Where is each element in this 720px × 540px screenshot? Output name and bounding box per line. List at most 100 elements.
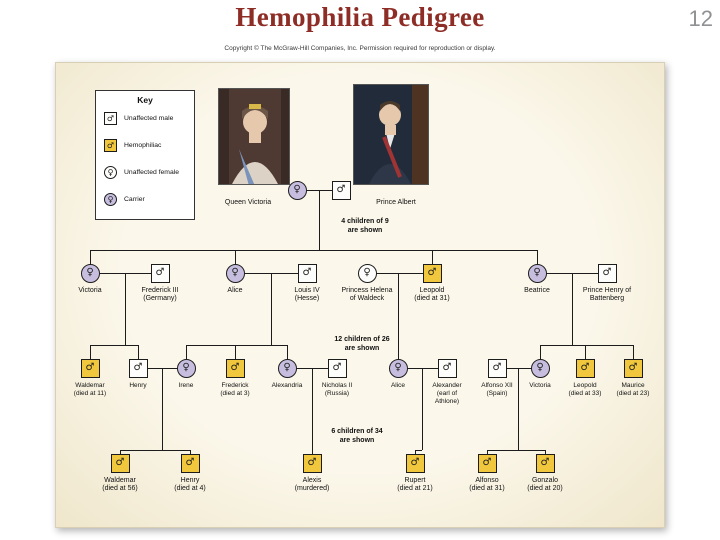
pedigree-label-nicholas-ii-g3: Nicholas II (Russia) (321, 382, 353, 397)
pedigree-node-beatrice-g2: ♀ (527, 263, 547, 283)
pedigree-label-alexandria-g3: Alexandria (271, 382, 303, 389)
pedigree-label-alice-g2: Alice (227, 287, 243, 294)
pedigree-label-prince-henry-of-battenberg-g2: Prince Henry of Battenberg (582, 287, 632, 303)
pedigree-label-rupert-g4: Rupert (died at 21) (397, 477, 433, 493)
pedigree-label-maurice-g3: Maurice (died at 23) (616, 382, 650, 397)
pedigree-line (312, 368, 313, 463)
pedigree-node-maurice-g3: ♂ (623, 358, 643, 378)
pedigree-line (518, 368, 519, 450)
pedigree-node-rupert-g4: ♂ (405, 453, 425, 473)
pedigree-label-leopold-g3: Leopold (died at 33) (568, 382, 602, 397)
pedigree-line (537, 250, 538, 273)
pedigree-node-waldemar-g4: ♂ (110, 453, 130, 473)
key-symbol-unaffected-male: ♂ (104, 112, 117, 125)
pedigree-line (432, 250, 433, 273)
pedigree-line (398, 273, 399, 368)
pedigree-line (585, 345, 586, 368)
copyright-text: Copyright © The McGraw-Hill Companies, I… (224, 45, 496, 52)
pedigree-line (186, 345, 287, 346)
pedigree-node-alexander-g3: ♂ (437, 358, 457, 378)
pedigree-node-louis-iv-g2: ♂ (297, 263, 317, 283)
key-label-unaffected-male: Unaffected male (124, 115, 174, 122)
pedigree-label-alice-g3: Alice (390, 382, 406, 389)
key-item-hemophiliac: ♂ Hemophiliac (96, 132, 194, 159)
pedigree-line (120, 450, 190, 451)
pedigree-line (235, 345, 236, 368)
key-item-unaffected-female: ♀ Unaffected female (96, 159, 194, 186)
key-label-hemophiliac: Hemophiliac (124, 142, 162, 149)
pedigree-line (287, 345, 288, 368)
pedigree-line (422, 368, 423, 450)
pedigree-label-victoria-g2: Victoria (78, 287, 102, 294)
pedigree-line (271, 273, 272, 345)
pedigree-key: Key ♂Unaffected male♂Hemophiliac♀Unaffec… (95, 90, 195, 220)
key-symbol-hemophiliac: ♂ (104, 139, 117, 152)
pedigree-line (319, 190, 320, 250)
pedigree-line (186, 345, 187, 368)
pedigree-label-waldemar-g4: Waldemar (died at 56) (102, 477, 138, 493)
note-generation-2: 4 children of 9 are shown (341, 218, 389, 234)
pedigree-node-alexandria-g3: ♀ (277, 358, 297, 378)
note-generation-3: 12 children of 26 are shown (334, 336, 390, 352)
pedigree-node-leopold-g3: ♂ (575, 358, 595, 378)
pedigree-node-queen-victoria-g1: ♀ (287, 180, 307, 200)
queen-victoria-caption: Queen Victoria (224, 199, 272, 206)
pedigree-label-louis-iv-g2: Louis IV (Hesse) (294, 287, 320, 303)
pedigree-label-beatrice-g2: Beatrice (524, 287, 550, 294)
pedigree-label-irene-g3: Irene (178, 382, 194, 389)
pedigree-line (90, 250, 91, 273)
pedigree-node-princess-helena-of-waldeck-g2: ♀ (357, 263, 377, 283)
pedigree-label-frederick-g3: Frederick (died at 3) (220, 382, 250, 397)
pedigree-label-frederick-iii-g2: Frederick III (Germany) (141, 287, 179, 303)
pedigree-node-prince-henry-of-battenberg-g2: ♂ (597, 263, 617, 283)
pedigree-line (487, 450, 545, 451)
pedigree-figure: Key ♂Unaffected male♂Hemophiliac♀Unaffec… (55, 62, 665, 528)
note-generation-4: 6 children of 34 are shown (331, 428, 383, 444)
pedigree-node-frederick-iii-g2: ♂ (150, 263, 170, 283)
pedigree-label-victoria-g3: Victoria (529, 382, 551, 389)
pedigree-line (90, 250, 537, 251)
pedigree-node-nicholas-ii-g3: ♂ (327, 358, 347, 378)
pedigree-line (415, 450, 422, 451)
prince-albert-portrait (353, 84, 429, 185)
pedigree-node-alice-g2: ♀ (225, 263, 245, 283)
pedigree-node-alfonso-xii-g3: ♂ (487, 358, 507, 378)
pedigree-label-waldemar-g3: Waldemar (died at 11) (73, 382, 107, 397)
pedigree-label-alexis-g4: Alexis (murdered) (294, 477, 330, 493)
pedigree-label-gonzalo-g4: Gonzalo (died at 20) (527, 477, 563, 493)
pedigree-label-alexander-g3: Alexander (earl of Athlone) (432, 382, 462, 405)
pedigree-node-victoria-g2: ♀ (80, 263, 100, 283)
pedigree-node-frederick-g3: ♂ (225, 358, 245, 378)
prince-albert-portrait-art (354, 85, 428, 184)
pedigree-node-prince-albert-g1: ♂ (331, 180, 351, 200)
pedigree-label-henry-g3: Henry (129, 382, 147, 389)
pedigree-line (235, 250, 236, 273)
key-symbol-carrier: ♀ (104, 193, 117, 206)
pedigree-label-alfonso-g4: Alfonso (died at 31) (469, 477, 505, 493)
key-label-unaffected-female: Unaffected female (124, 169, 180, 176)
pedigree-node-henry-g4: ♂ (180, 453, 200, 473)
page-title: Hemophilia Pedigree (235, 2, 485, 32)
pedigree-line (540, 345, 541, 368)
pedigree-line (367, 273, 432, 274)
pedigree-node-victoria-g3: ♀ (530, 358, 550, 378)
pedigree-line (90, 345, 138, 346)
pedigree-node-alexis-g4: ♂ (302, 453, 322, 473)
pedigree-node-irene-g3: ♀ (176, 358, 196, 378)
pedigree-line (540, 345, 633, 346)
pedigree-line (125, 273, 126, 345)
key-item-unaffected-male: ♂ Unaffected male (96, 105, 194, 132)
pedigree-node-alice-g3: ♀ (388, 358, 408, 378)
pedigree-label-henry-g4: Henry (died at 4) (174, 477, 206, 493)
key-item-carrier: ♀Carrier (96, 186, 194, 213)
pedigree-label-leopold-g2: Leopold (died at 31) (414, 287, 450, 303)
key-symbol-unaffected-female: ♀ (104, 166, 117, 179)
pedigree-label-princess-helena-of-waldeck-g2: Princess Helena of Waldeck (341, 287, 393, 303)
slide-number: 12 (688, 6, 713, 31)
pedigree-node-leopold-g2: ♂ (422, 263, 442, 283)
prince-albert-caption: Prince Albert (376, 199, 416, 206)
pedigree-line (572, 273, 573, 345)
pedigree-line (633, 345, 634, 368)
pedigree-label-alfonso-xii-g3: Alfonso XII (Spain) (481, 382, 513, 397)
